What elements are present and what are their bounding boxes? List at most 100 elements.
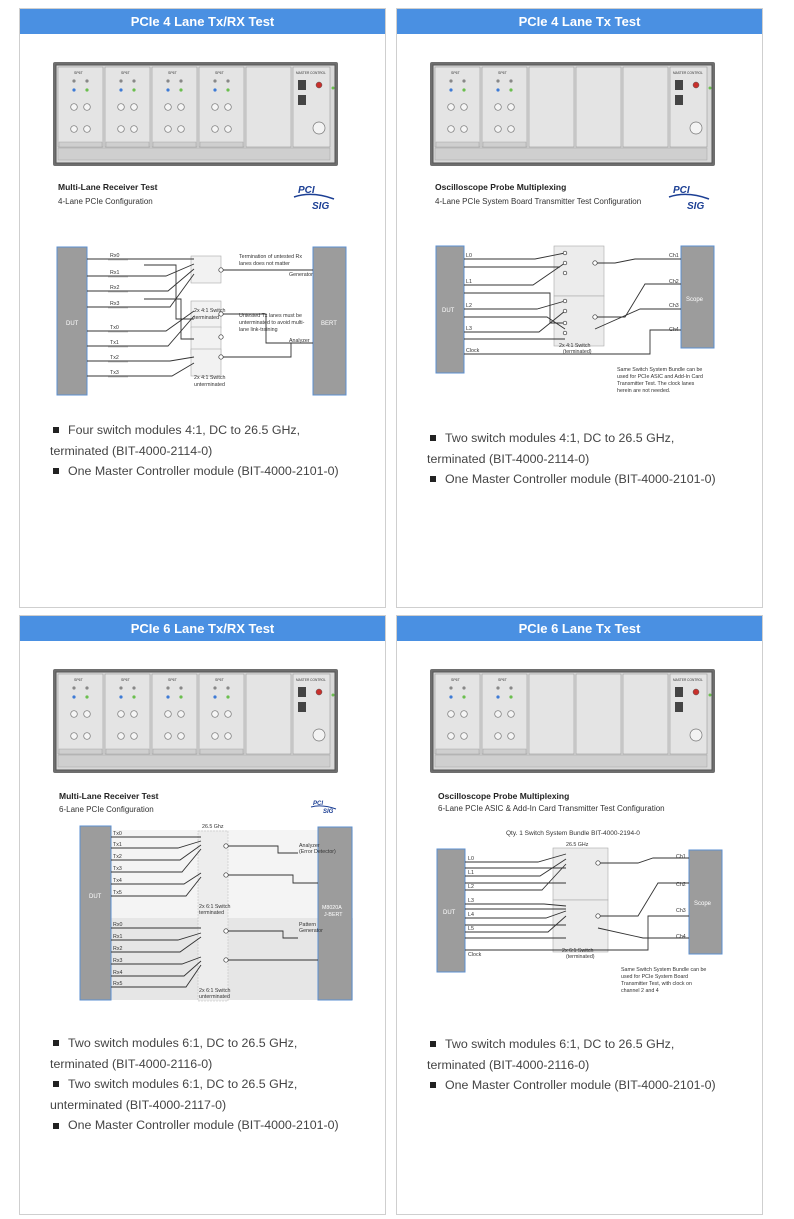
svg-text:Same Switch System Bundle can: Same Switch System Bundle can be — [621, 967, 706, 973]
svg-text:SP6T: SP6T — [74, 71, 84, 75]
svg-text:SIG: SIG — [312, 201, 329, 212]
svg-text:L4: L4 — [468, 912, 474, 918]
svg-text:2x 6:1 Switch: 2x 6:1 Switch — [199, 988, 231, 994]
svg-text:L0: L0 — [468, 856, 474, 862]
receiver-test-diagram: Multi-Lane Receiver Test 6-Lane PCIe Con… — [58, 788, 358, 1003]
lane-label: Rx0 — [110, 253, 119, 259]
dut-block — [436, 848, 466, 973]
switch-top-rx — [190, 255, 222, 284]
switch-module: SP6T — [151, 66, 198, 148]
svg-text:SIG: SIG — [687, 201, 704, 212]
svg-text:2x 4:1 Switch: 2x 4:1 Switch — [194, 308, 226, 314]
feature-list: Four switch modules 4:1, DC to 26.5 GHz,… — [50, 423, 339, 479]
switch-module: SP6T — [57, 66, 104, 148]
card-pcie4-tx: PCIe 4 Lane Tx Test SP6T SP6T MASTER CONTR… — [396, 8, 763, 608]
switch-chassis-image: SP6T SP6T SP6T SP6T MASTER CONTROL — [53, 62, 338, 166]
switch-top — [552, 847, 609, 901]
svg-text:PCI: PCI — [298, 185, 315, 196]
card-pcie6-txrx: PCIe 6 Lane Tx/RX Test SP6T SP6T SP6T SP6T M… — [19, 615, 386, 1215]
svg-text:Generator: Generator — [289, 272, 313, 278]
svg-text:SP6T: SP6T — [74, 678, 84, 682]
diagram-title: Oscilloscope Probe Multiplexing — [438, 791, 569, 801]
probe-multiplexing-diagram: Oscilloscope Probe Multiplexing 6-Lane P… — [436, 788, 738, 1003]
pci-sig-logo: PCI SIG — [668, 185, 710, 212]
svg-text:L2: L2 — [466, 303, 472, 309]
svg-text:Clock: Clock — [466, 348, 480, 354]
svg-text:Ch4: Ch4 — [669, 327, 679, 333]
svg-text:Ch4: Ch4 — [676, 934, 686, 940]
card-pcie4-txrx: PCIe 4 Lane Tx/RX Test SP6T SP6T SP6T SP6T M… — [19, 8, 386, 608]
card-title: PCIe 4 Lane Tx/RX Test — [20, 9, 385, 34]
switch-module: SP6T — [57, 673, 104, 755]
dut-label: DUT — [66, 321, 79, 327]
switch-chassis-image: SP6T SP6T SP6T SP6T MASTER CONTROL — [53, 669, 338, 773]
card-title: PCIe 6 Lane Tx/RX Test — [20, 616, 385, 641]
svg-text:2x 6:1 Switch: 2x 6:1 Switch — [562, 948, 594, 954]
switch-module: SP6T — [434, 66, 481, 148]
svg-text:SP6T: SP6T — [215, 678, 225, 682]
switch-module: SP6T — [104, 66, 151, 148]
lane-label: Tx1 — [110, 340, 119, 346]
svg-text:DUT: DUT — [443, 910, 456, 916]
svg-text:MASTER CONTROL: MASTER CONTROL — [296, 678, 326, 682]
diagram-title: Oscilloscope Probe Multiplexing — [435, 182, 566, 192]
dut-block — [79, 825, 112, 1001]
switch-module: SP6T — [434, 673, 481, 755]
svg-text:Rx5: Rx5 — [113, 981, 122, 987]
svg-text:SP6T: SP6T — [168, 678, 178, 682]
feature-list: Two switch modules 4:1, DC to 26.5 GHz, … — [427, 431, 716, 487]
svg-text:Transmitter Test, with clock o: Transmitter Test, with clock on — [621, 981, 692, 987]
switch-module: SP6T — [481, 66, 528, 148]
card-title: PCIe 4 Lane Tx Test — [397, 9, 762, 34]
pci-sig-logo: PCI SIG — [293, 185, 335, 212]
lane-label: Rx1 — [110, 270, 119, 276]
master-controller-module: MASTER CONTROL — [292, 673, 331, 755]
bert-block — [317, 826, 353, 1001]
svg-text:Tx2: Tx2 — [113, 854, 122, 860]
svg-text:(Error Detector): (Error Detector) — [299, 849, 336, 855]
receiver-test-diagram: Multi-Lane Receiver Test 4-Lane PCIe Con… — [56, 179, 356, 396]
switch-module: SP6T — [198, 673, 245, 755]
svg-text:lane link-training: lane link-training — [239, 327, 278, 333]
feature-list: Two switch modules 6:1, DC to 26.5 GHz, … — [427, 1037, 716, 1093]
lane-label: Tx2 — [110, 355, 119, 361]
svg-text:unterminated: unterminated — [199, 994, 230, 1000]
svg-text:SIG: SIG — [323, 809, 334, 815]
svg-text:DUT: DUT — [89, 894, 102, 900]
switch-bottom-tx — [190, 348, 222, 377]
svg-text:Rx3: Rx3 — [113, 958, 122, 964]
diagram-subtitle: 4-Lane PCIe Configuration — [58, 197, 153, 206]
svg-text:MASTER CONTROL: MASTER CONTROL — [296, 71, 326, 75]
lane-label: Tx0 — [110, 325, 119, 331]
svg-text:Pattern: Pattern — [299, 922, 316, 928]
svg-text:L3: L3 — [466, 326, 472, 332]
svg-text:MASTER CONTROL: MASTER CONTROL — [673, 678, 703, 682]
svg-text:L1: L1 — [466, 279, 472, 285]
svg-text:used for PCIe System Board: used for PCIe System Board — [621, 974, 688, 980]
bert-block — [312, 246, 347, 396]
lane-label: Rx3 — [110, 301, 119, 307]
probe-multiplexing-diagram: Oscilloscope Probe Multiplexing 4-Lane P… — [435, 179, 735, 419]
svg-text:L3: L3 — [468, 898, 474, 904]
feature-list: Two switch modules 6:1, DC to 26.5 GHz, … — [50, 1036, 339, 1133]
svg-text:SP6T: SP6T — [498, 71, 508, 75]
svg-text:M8020A: M8020A — [322, 905, 342, 911]
pci-sig-logo: PCI SIG — [310, 801, 337, 815]
bert-label: BERT — [321, 321, 337, 327]
svg-text:unterminated: unterminated — [194, 382, 225, 388]
svg-text:SP6T: SP6T — [168, 71, 178, 75]
svg-text:SP6T: SP6T — [451, 71, 461, 75]
dut-block — [435, 245, 465, 374]
master-controller-module: MASTER CONTROL — [669, 66, 708, 148]
svg-text:J-BERT: J-BERT — [324, 912, 343, 918]
svg-text:SP6T: SP6T — [451, 678, 461, 682]
svg-text:Qty. 1 Switch System Bundle BI: Qty. 1 Switch System Bundle BIT-4000-219… — [506, 830, 640, 837]
switch-bottom — [553, 295, 605, 347]
svg-text:SP6T: SP6T — [215, 71, 225, 75]
svg-text:SP6T: SP6T — [121, 678, 131, 682]
svg-text:Ch3: Ch3 — [676, 908, 686, 914]
svg-text:Generator: Generator — [299, 928, 323, 934]
svg-text:Clock: Clock — [468, 952, 482, 958]
svg-text:PCI: PCI — [673, 185, 690, 196]
